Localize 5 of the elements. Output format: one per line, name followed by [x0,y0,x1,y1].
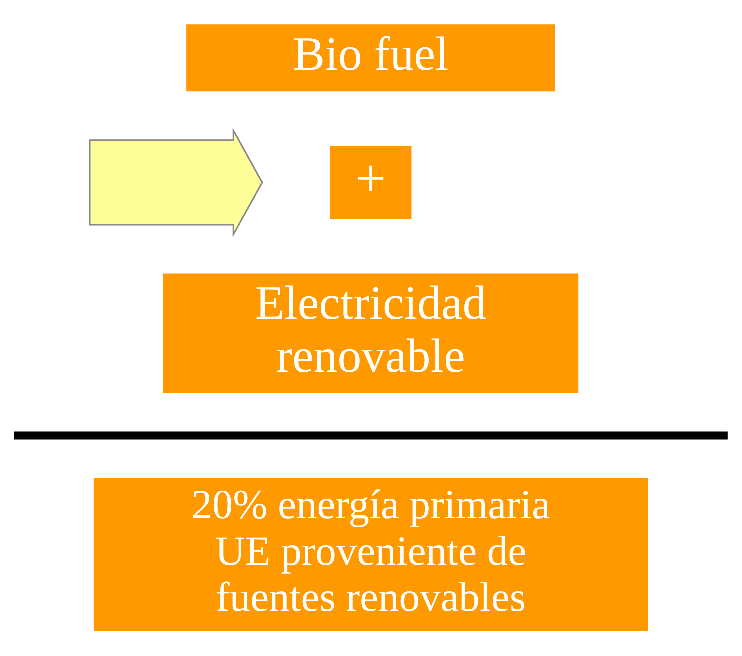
node-box: Bio fuel [186,24,556,92]
node-box: 20% energía primaria UE proveniente de fuentes renovables [94,478,648,632]
node-arrow [89,128,264,238]
node-box: + [330,146,412,220]
node-box: Electricidad renovable [163,274,579,394]
